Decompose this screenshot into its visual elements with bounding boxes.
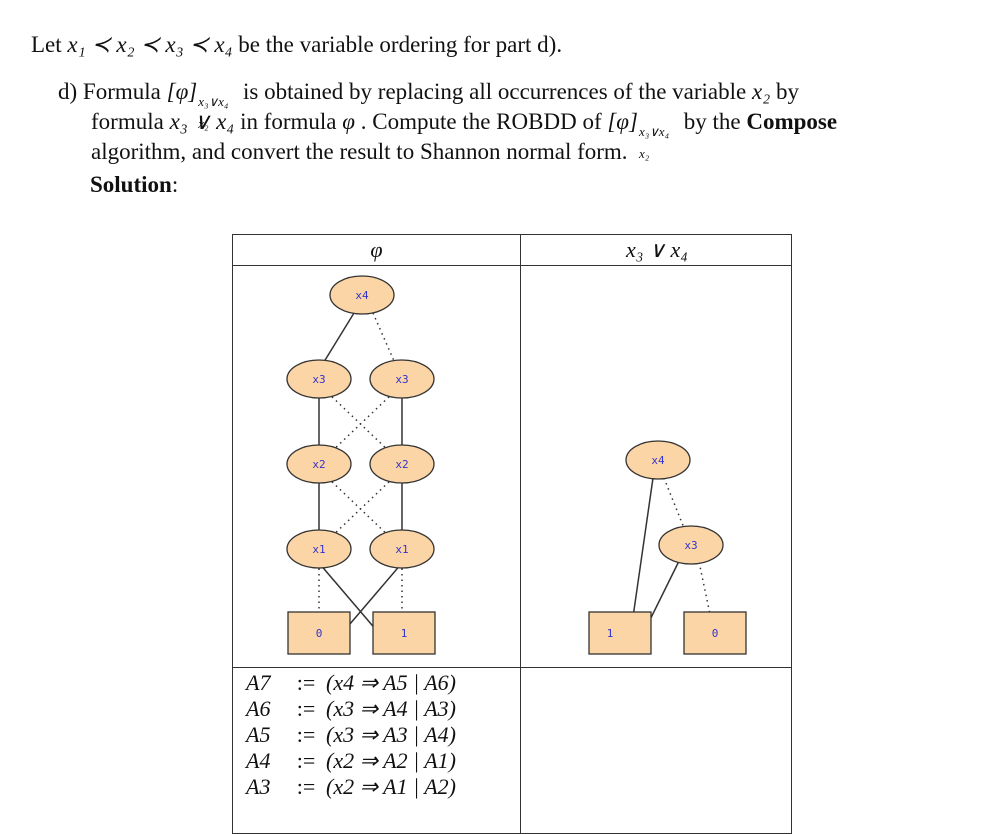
- terminal-0: [287, 611, 351, 655]
- def-name: A6: [246, 696, 271, 721]
- variable-x2: x₂: [752, 79, 771, 104]
- def-body: (x3 ⇒ A3 | A4): [326, 722, 456, 747]
- expr-x3-or-x4: x₃ ∨ x₄: [169, 109, 235, 134]
- intro-line: Let x₁ ≺ x₂ ≺ x₃ ≺ x₄ be the variable or…: [31, 32, 562, 58]
- intro-prefix: Let: [31, 32, 68, 57]
- terminal-label: 0: [712, 627, 719, 640]
- def-op: :=: [296, 748, 316, 773]
- column-divider: [520, 235, 521, 833]
- def-body: (x2 ⇒ A2 | A1): [326, 748, 456, 773]
- shannon-normal-form-definitions: A7 := (x4 ⇒ A5 | A6) A6 := (x3 ⇒ A4 | A3) A5…: [246, 670, 456, 800]
- def-op: :=: [296, 774, 316, 799]
- intro-suffix: be the variable ordering for part d).: [232, 32, 563, 57]
- compose-keyword: Compose: [746, 109, 838, 134]
- formula-sub: x₂: [198, 116, 209, 131]
- row-divider: [233, 667, 791, 668]
- node-x4: [625, 440, 691, 480]
- terminal-label: 1: [607, 627, 614, 640]
- def-op: :=: [296, 696, 316, 721]
- x3-or-x4-bdd-diagram: x4 x3 1 0: [588, 440, 747, 655]
- solution-text: Solution: [90, 172, 172, 197]
- node-label: x3: [395, 373, 408, 386]
- def-name: A3: [246, 774, 271, 799]
- terminal-1: [372, 611, 436, 655]
- bdd-table: φ x₃ ∨ x₄: [232, 234, 792, 834]
- def-body: (x3 ⇒ A4 | A3): [326, 696, 456, 721]
- node-label: x3: [312, 373, 325, 386]
- ordering-formula: x₁ ≺ x₂ ≺ x₃ ≺ x₄: [67, 32, 233, 57]
- item-line-2: formula x₃ ∨ x₄ in formula φ . Compute t…: [58, 107, 948, 161]
- item-line-3: algorithm, and convert the result to Sha…: [58, 137, 948, 167]
- formula-phi: [φ]: [166, 79, 198, 104]
- item-text: is obtained by replacing all occurrences…: [237, 79, 752, 104]
- edge-x3b-low: [327, 392, 394, 456]
- header-x3-or-x4: x₃ ∨ x₄: [626, 237, 688, 262]
- definition-row: A7 := (x4 ⇒ A5 | A6): [246, 670, 456, 696]
- item-text: Formula: [82, 79, 167, 104]
- item-text: . Compute the ROBDD of: [355, 109, 608, 134]
- terminal-0: [683, 611, 747, 655]
- def-op: :=: [296, 670, 316, 695]
- formula-sub: x₂: [639, 146, 650, 161]
- node-x3: [658, 525, 724, 565]
- edge-x2b-low: [327, 477, 394, 541]
- node-label: x1: [395, 543, 408, 556]
- def-name: A5: [246, 722, 271, 747]
- definition-row: A5 := (x3 ⇒ A3 | A4): [246, 722, 456, 748]
- node-label: x3: [684, 539, 697, 552]
- item-text: by the: [678, 109, 747, 134]
- definition-row: A4 := (x2 ⇒ A2 | A1): [246, 748, 456, 774]
- definition-row: A3 := (x2 ⇒ A1 | A2): [246, 774, 456, 800]
- node-x3-left: [286, 359, 352, 399]
- item-text: in formula: [234, 109, 343, 134]
- edge-x4-high: [629, 477, 654, 639]
- node-x4: [329, 275, 395, 315]
- def-body: (x4 ⇒ A5 | A6): [326, 670, 456, 695]
- terminal-1: [588, 611, 652, 655]
- def-name: A7: [246, 670, 271, 695]
- node-label: x2: [395, 458, 408, 471]
- node-x2-left: [286, 444, 352, 484]
- header-phi: φ: [370, 237, 383, 262]
- def-body: (x2 ⇒ A1 | A2): [326, 774, 456, 799]
- def-name: A4: [246, 748, 271, 773]
- terminal-label: 0: [316, 627, 323, 640]
- solution-label: Solution:: [90, 172, 178, 198]
- edge-x4-low: [663, 477, 687, 534]
- node-label: x4: [355, 289, 369, 302]
- node-label: x1: [312, 543, 325, 556]
- definition-row: A6 := (x3 ⇒ A4 | A3): [246, 696, 456, 722]
- node-x1-right: [369, 529, 435, 569]
- phi-symbol: φ: [342, 109, 355, 134]
- terminal-label: 1: [401, 627, 408, 640]
- node-x2-right: [369, 444, 435, 484]
- phi-bdd-diagram: x4 x3 x3 x2 x2 x1 x1 0 1: [286, 275, 436, 655]
- node-label: x2: [312, 458, 325, 471]
- def-op: :=: [296, 722, 316, 747]
- formula-sup: x₃∨x₄: [639, 124, 670, 139]
- node-x3-right: [369, 359, 435, 399]
- edge-x1a-high: [318, 562, 384, 639]
- formula-sup: x₃∨x₄: [198, 94, 229, 109]
- item-text: by: [770, 79, 799, 104]
- formula-phi: [φ]: [607, 109, 638, 134]
- header-divider: [233, 265, 791, 266]
- solution-colon: :: [171, 172, 179, 197]
- item-text: formula: [91, 109, 170, 134]
- item-label: d): [58, 79, 78, 104]
- node-label: x4: [651, 454, 665, 467]
- node-x1-left: [286, 529, 352, 569]
- item-text: algorithm, and convert the result to Sha…: [91, 139, 628, 164]
